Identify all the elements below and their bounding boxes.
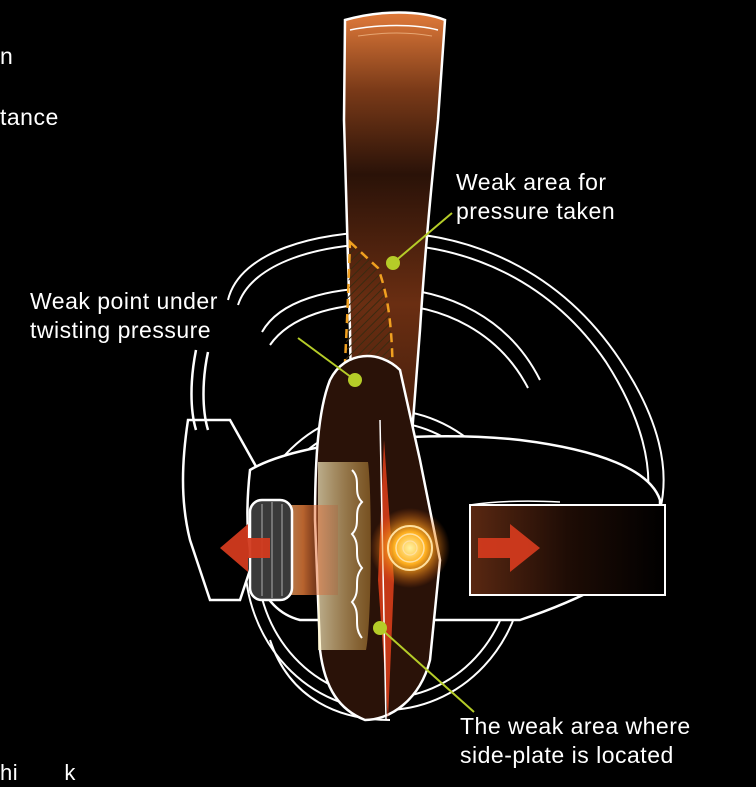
label-weak-point-twisting-line1: Weak point under [30,287,218,316]
label-weak-area-pressure-line1: Weak area for [456,168,615,197]
cropped-text-bottom: hi k [0,758,76,787]
label-weak-area-sideplate-line1: The weak area where [460,712,691,741]
label-weak-point-twisting-line2: twisting pressure [30,316,218,345]
cropped-text-mid: tance [0,103,59,132]
label-weak-area-sideplate-line2: side-plate is located [460,741,691,770]
cropped-text-top: n [0,42,13,71]
label-weak-point-twisting: Weak point under twisting pressure [30,287,218,345]
label-weak-area-sideplate: The weak area where side-plate is locate… [460,712,691,770]
center-knob [370,508,450,588]
label-weak-area-pressure-line2: pressure taken [456,197,615,226]
label-weak-area-pressure: Weak area for pressure taken [456,168,615,226]
